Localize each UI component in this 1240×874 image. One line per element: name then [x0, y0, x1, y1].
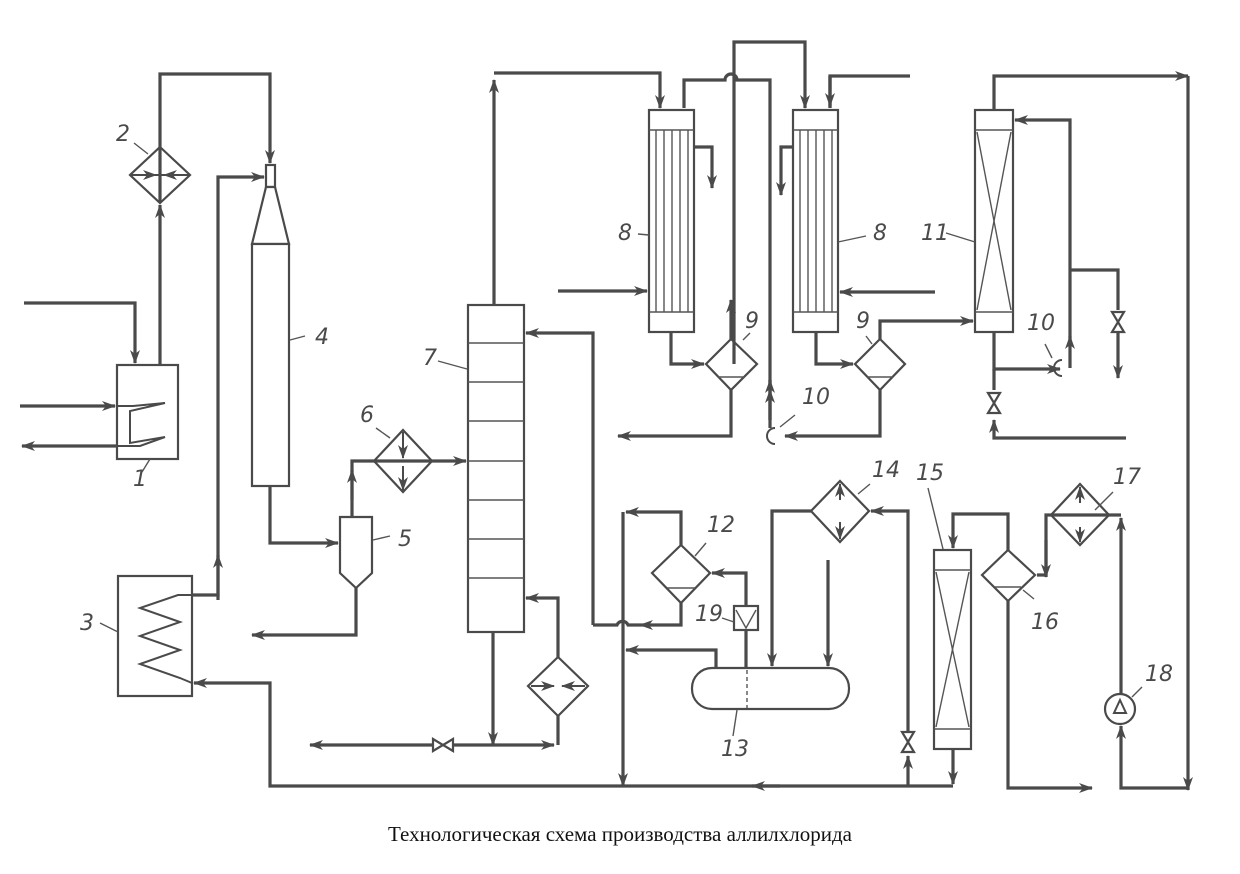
- label-16: 16: [1031, 610, 1059, 635]
- packed-column-11: [973, 108, 1015, 334]
- valve-14-return[interactable]: [900, 730, 916, 754]
- separator-9-right: [853, 337, 907, 392]
- label-7: 7: [423, 346, 437, 371]
- valve-column-bottom[interactable]: [431, 737, 455, 753]
- check-valve-19: [732, 604, 760, 632]
- heater-1: [115, 363, 180, 461]
- furnace-3: [116, 574, 194, 698]
- label-3: 3: [80, 611, 94, 636]
- pump-10-left: [766, 427, 776, 445]
- tray-column-7: [466, 303, 526, 634]
- label-5: 5: [398, 527, 412, 552]
- label-15: 15: [916, 461, 944, 486]
- reactor-4: [250, 163, 291, 488]
- label-18: 18: [1145, 662, 1173, 687]
- label-1: 1: [133, 467, 147, 492]
- label-8-right: 8: [873, 221, 887, 246]
- separator-12: [650, 543, 712, 605]
- label-10-right: 10: [1027, 311, 1055, 336]
- label-2: 2: [116, 122, 130, 147]
- valve-11-side[interactable]: [1110, 310, 1126, 334]
- cyclone-5: [338, 515, 374, 590]
- diagram-caption: Технологическая схема производства аллил…: [388, 822, 852, 846]
- condenser-8-right: [791, 108, 840, 334]
- heat-exchanger-14: [809, 479, 871, 544]
- label-10-left: 10: [802, 385, 830, 410]
- packed-column-15: [932, 548, 973, 751]
- label-12: 12: [707, 513, 735, 538]
- condenser-8-left: [647, 108, 696, 334]
- pipes: [20, 40, 1193, 793]
- label-14: 14: [872, 458, 900, 483]
- label-8-left: 8: [618, 221, 632, 246]
- equipment-labels: 1 2 3 4 5 6 7 8 8 9 9 10 10 11 12 13 14 …: [80, 122, 1173, 762]
- label-17: 17: [1113, 465, 1141, 490]
- label-9-right: 9: [856, 309, 870, 334]
- pump-18: [1103, 692, 1137, 726]
- valve-11-bottom[interactable]: [986, 391, 1002, 415]
- separator-9-left: [704, 337, 759, 392]
- label-4: 4: [315, 325, 329, 350]
- label-11: 11: [921, 221, 949, 246]
- label-9-left: 9: [745, 309, 759, 334]
- label-6: 6: [360, 403, 374, 428]
- horizontal-tank-13: [690, 666, 851, 711]
- label-19: 19: [695, 602, 723, 627]
- label-13: 13: [721, 737, 749, 762]
